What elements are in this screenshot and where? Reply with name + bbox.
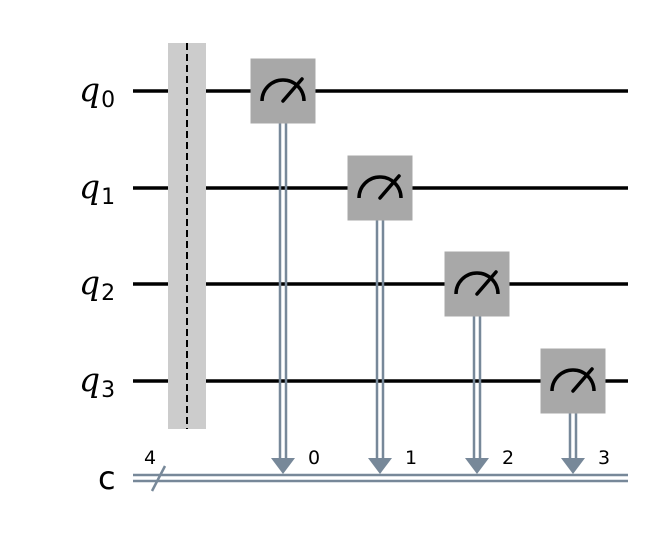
quantum-wires <box>133 89 628 383</box>
qubit-label-0: q0 <box>79 70 115 113</box>
clbit-index-label: 2 <box>502 447 514 469</box>
register-size-label: 4 <box>144 447 156 469</box>
qubit-label-2: q2 <box>79 263 115 306</box>
measure-arrow-head <box>271 458 295 474</box>
qubit-index: 3 <box>101 378 115 403</box>
qubit-index: 2 <box>101 281 115 306</box>
register-size-slash <box>150 465 167 492</box>
qubit-label-1: q1 <box>79 167 115 210</box>
measure-gate-q2: 2 <box>444 251 514 474</box>
measure-box <box>444 251 510 317</box>
qubit-index: 0 <box>101 88 115 113</box>
qubit-name: q <box>79 70 100 109</box>
meter-needle-icon <box>571 367 594 393</box>
measure-box <box>250 58 316 124</box>
clbit-index-label: 1 <box>405 447 417 469</box>
meter-arc-icon <box>454 271 500 295</box>
meter-arc-icon <box>357 175 403 199</box>
qubit-index: 1 <box>101 185 115 210</box>
measure-gate-q0: 0 <box>250 58 320 474</box>
measure-box <box>347 155 413 221</box>
clbit-index-label: 0 <box>308 447 320 469</box>
measurement-gates: 0 1 2 3 <box>250 58 610 474</box>
measure-box <box>540 348 606 414</box>
qubit-label-3: q3 <box>79 360 115 403</box>
qubit-name: q <box>79 263 100 302</box>
classical-wire: 4 <box>133 447 628 492</box>
meter-needle-icon <box>281 77 304 103</box>
clbit-index-label: 3 <box>598 447 610 469</box>
meter-arc-icon <box>260 78 306 102</box>
classical-register-label: c <box>98 459 116 497</box>
measure-gate-q1: 1 <box>347 155 417 474</box>
meter-arc-icon <box>550 368 596 392</box>
measure-gate-q3: 3 <box>540 348 610 474</box>
measure-arrow-head <box>465 458 489 474</box>
qubit-name: q <box>79 360 100 399</box>
measure-arrow-head <box>368 458 392 474</box>
meter-needle-icon <box>475 270 498 296</box>
barrier <box>168 43 206 429</box>
meter-needle-icon <box>378 174 401 200</box>
qubit-name: q <box>79 167 100 206</box>
measure-arrow-head <box>561 458 585 474</box>
